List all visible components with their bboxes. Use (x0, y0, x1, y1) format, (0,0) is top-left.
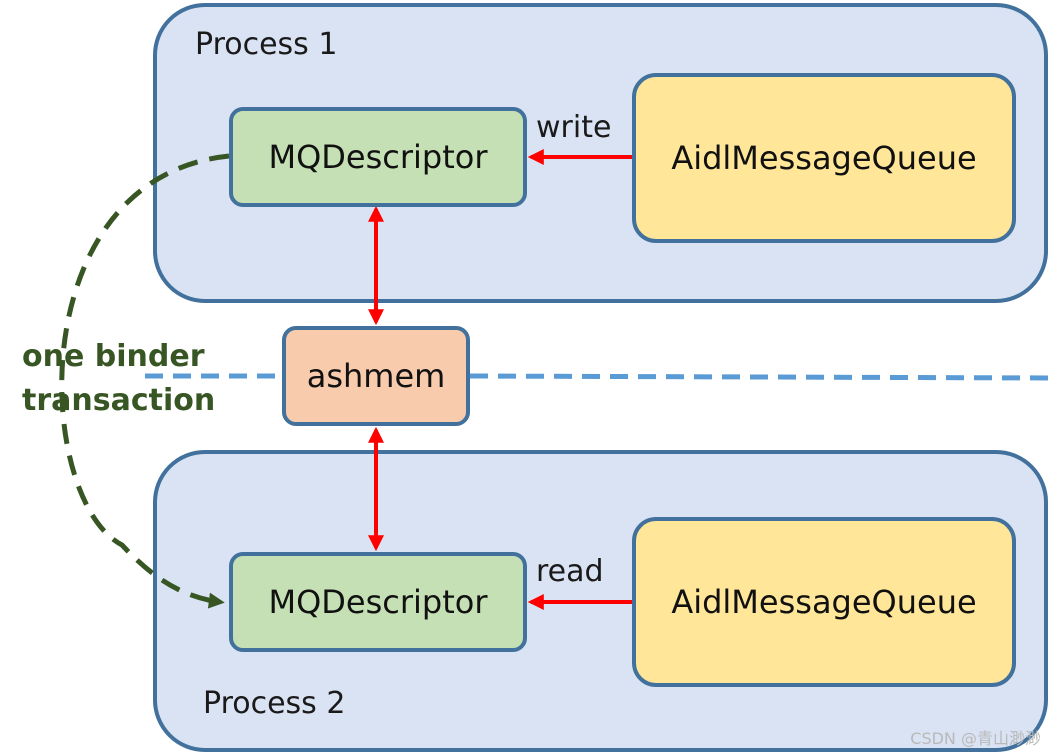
aidl-message-queue-1-label: AidlMessageQueue (671, 139, 977, 177)
aidl-message-queue-1-box: AidlMessageQueue (632, 73, 1016, 243)
ashmem-box: ashmem (282, 326, 470, 426)
mqdescriptor-2-label: MQDescriptor (268, 583, 488, 621)
process-divider-line-right (469, 373, 1051, 381)
write-label: write (536, 110, 612, 145)
binder-transaction-label-line-2: transaction (22, 383, 216, 418)
process-1-label: Process 1 (195, 27, 338, 62)
mqdescriptor-1-label: MQDescriptor (268, 138, 488, 176)
ashmem-label: ashmem (306, 357, 446, 395)
mqdescriptor-2-box: MQDescriptor (229, 552, 527, 652)
read-label: read (536, 554, 604, 589)
binder-transaction-curve (59, 153, 230, 609)
process-2-label: Process 2 (203, 686, 346, 721)
aidl-message-queue-2-label: AidlMessageQueue (671, 583, 977, 621)
watermark: CSDN @青山渺渺 (910, 729, 1041, 748)
binder-transaction-label-line-1: one binder (22, 339, 205, 374)
aidl-message-queue-2-box: AidlMessageQueue (632, 517, 1016, 687)
binder-transaction-label: one binder transaction (22, 335, 215, 423)
mqdescriptor-1-box: MQDescriptor (229, 107, 527, 207)
